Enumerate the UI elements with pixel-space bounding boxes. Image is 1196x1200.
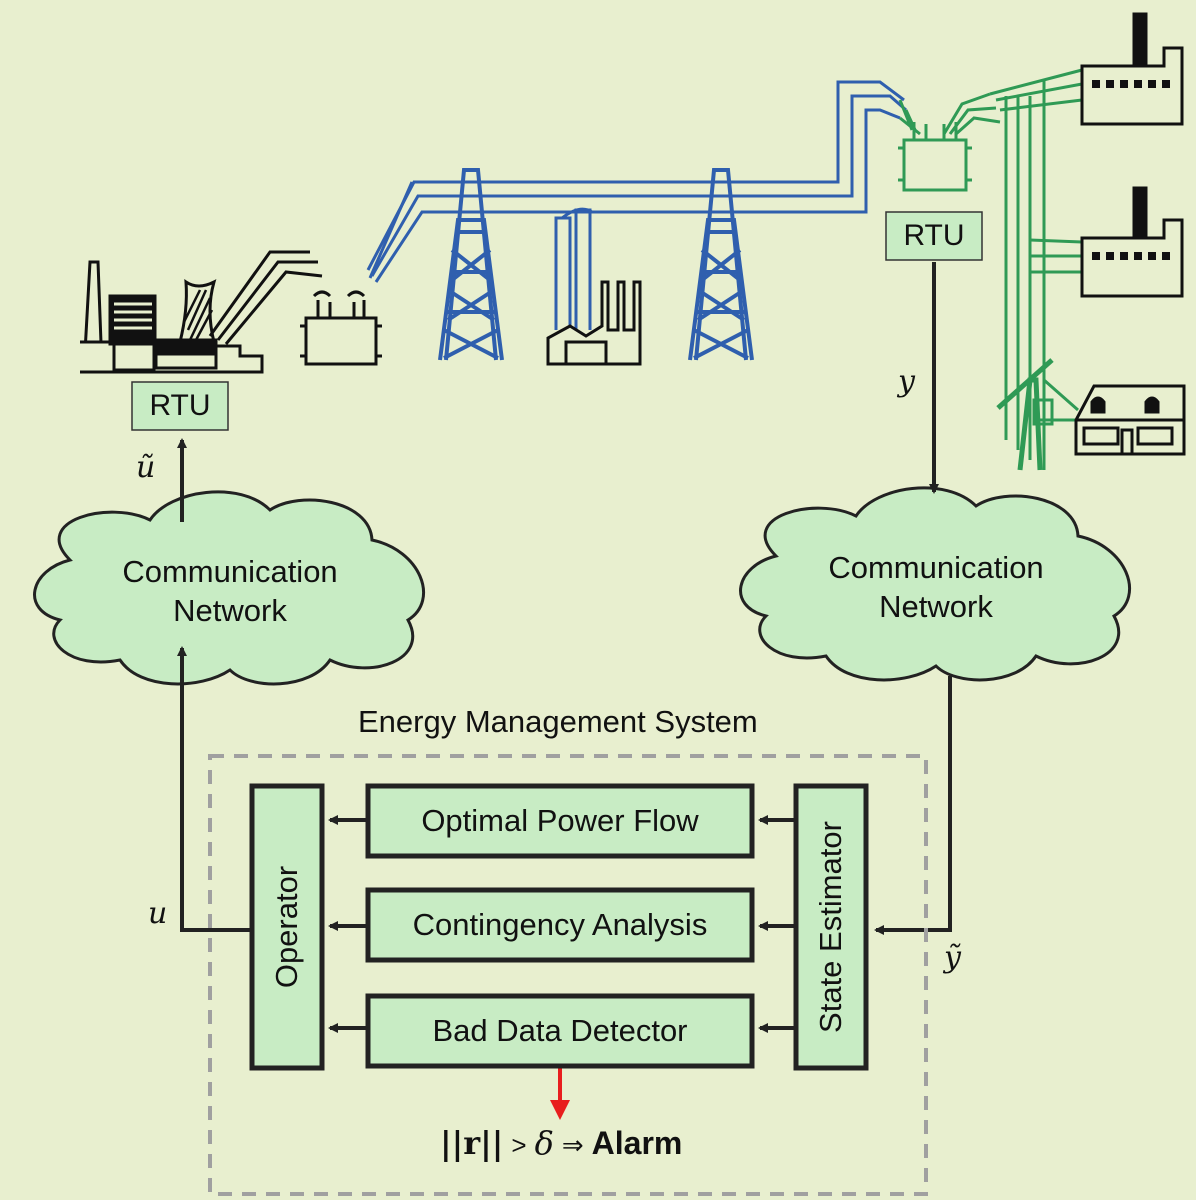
cloud-right-shape [739, 486, 1132, 682]
operator-label: Operator [269, 865, 304, 989]
state-estimator-box [793, 783, 869, 1071]
alarm-condition: ||r|| > δ ⇒ Alarm [440, 1124, 682, 1162]
bad-data-box [365, 993, 755, 1069]
factory-building-icon [546, 280, 642, 366]
transformer-left-icon [300, 181, 414, 366]
greater-than: > [511, 1130, 527, 1160]
factory-middle-icon [1080, 186, 1184, 298]
house-icon [1074, 384, 1186, 456]
cloud-right-label: Communication Network [796, 548, 1076, 626]
contingency-label: Contingency Analysis [412, 907, 708, 942]
ems-frame [208, 754, 928, 1196]
connections [177, 262, 952, 1033]
signal-u-tilde: ũ [136, 450, 156, 485]
alarm-label: Alarm [591, 1125, 683, 1161]
transmission-lines [366, 80, 907, 283]
cloud-right-line2: Network [879, 589, 993, 624]
factory-top-icon [1080, 12, 1184, 126]
opf-label: Optimal Power Flow [421, 803, 699, 838]
operator-box [249, 783, 325, 1071]
bad-data-label: Bad Data Detector [432, 1013, 688, 1048]
transmission-tower-2-icon [688, 168, 754, 361]
alarm-arrow [550, 1066, 570, 1120]
signal-y-tilde: ỹ [944, 940, 961, 975]
implies-symbol: ⇒ [561, 1130, 584, 1160]
ems-title: Energy Management System [358, 704, 758, 739]
signal-y: y [898, 364, 915, 399]
cloud-left-line1: Communication [122, 554, 338, 589]
rtu-right-label: RTU [903, 219, 965, 252]
cloud-left-label: Communication Network [90, 552, 370, 630]
transformer-right-icon [898, 92, 1001, 192]
cloud-left-shape [33, 490, 426, 686]
cloud-left-line2: Network [173, 593, 287, 628]
power-plant-icon [80, 250, 323, 374]
threshold-delta: δ [534, 1124, 554, 1162]
rtu-left-label: RTU [149, 389, 211, 422]
state-estimator-label-wrap: State Estimator [796, 786, 866, 1068]
rtu-right-box [885, 211, 983, 261]
residual-norm: ||r|| [440, 1124, 504, 1162]
state-estimator-label: State Estimator [813, 821, 849, 1033]
signal-u: u [148, 896, 168, 931]
industrial-building-icon [554, 207, 593, 330]
utility-pole-icon [996, 358, 1054, 471]
contingency-box [365, 887, 755, 963]
transmission-tower-1-icon [438, 168, 504, 361]
operator-label-wrap: Operator [252, 786, 322, 1068]
rtu-left-box [131, 381, 229, 431]
cloud-right-line1: Communication [828, 550, 1044, 585]
opf-box [365, 783, 755, 859]
